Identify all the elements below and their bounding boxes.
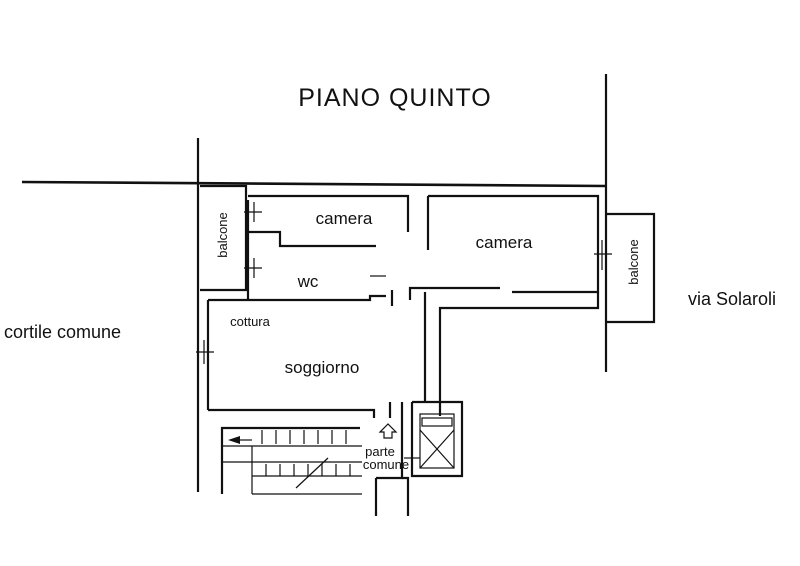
room-label-camera-right: camera [476,233,533,252]
plan-title: PIANO QUINTO [298,84,492,112]
room-label-balcone-left: balcone [215,212,230,258]
label-parte: parte [365,444,395,459]
balcony-right [606,212,656,324]
entry-arrow-icon [378,423,398,439]
lift [419,413,455,469]
balcony-left [200,184,248,292]
label-comune: comune [363,457,409,472]
room-label-wc: wc [297,272,319,291]
room-label-balcone-right: balcone [626,239,641,285]
label-via-solaroli: via Solaroli [688,289,776,309]
room-label-camera-left: camera [316,209,373,228]
window-marks [196,202,612,364]
label-cortile-comune: cortile comune [4,322,121,342]
apartment-walls [206,194,600,516]
room-label-soggiorno: soggiorno [285,358,360,377]
staircase [220,426,362,495]
room-label-cottura: cottura [230,314,271,329]
